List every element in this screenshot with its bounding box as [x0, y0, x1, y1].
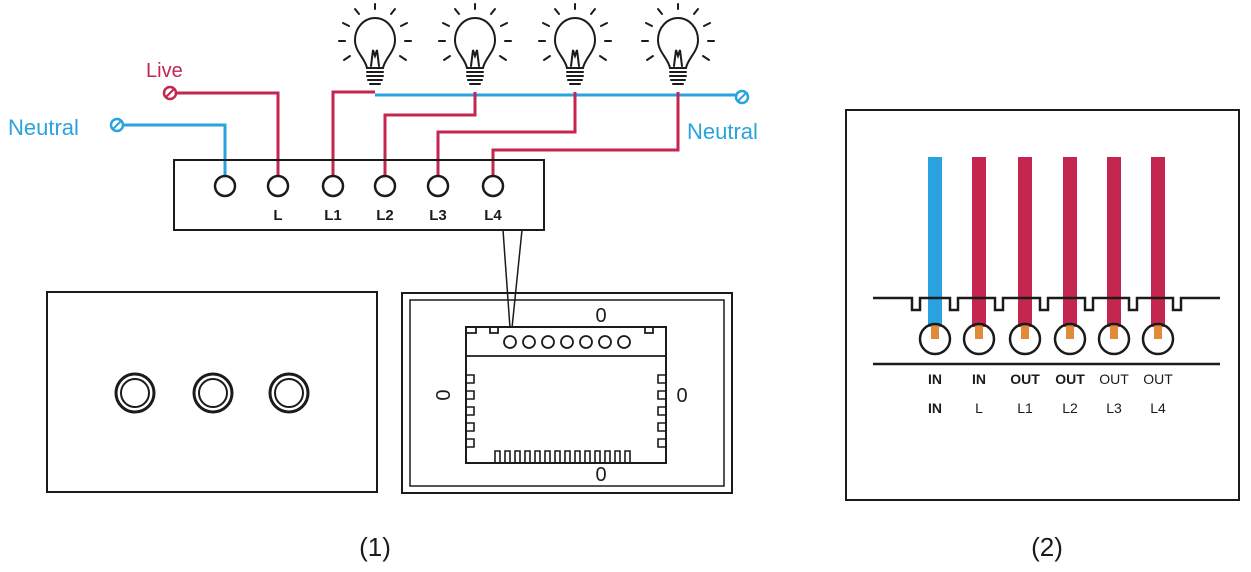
terminal-top-label: OUT	[1099, 371, 1129, 387]
module-fins	[466, 374, 666, 463]
figure-2-screw-hole	[1097, 322, 1131, 356]
terminal-screws	[213, 174, 505, 198]
wire-copper-tips	[931, 325, 1162, 339]
figure-2-terminal-block-top	[873, 296, 1220, 312]
terminal-label: L4	[484, 207, 502, 224]
terminal-bottom-label: L2	[1062, 400, 1078, 416]
wire-l2-out	[1063, 157, 1077, 327]
figure-2-screw-hole	[1053, 322, 1087, 356]
figure-2-labels-top: IN IN OUT OUT OUT OUT	[928, 371, 1173, 387]
light-bulb-icon	[338, 3, 412, 85]
light-bulb-icon	[438, 3, 512, 85]
callout-lines	[502, 229, 523, 329]
live-wires	[176, 90, 680, 177]
wire-l1-out	[1018, 157, 1032, 327]
back-plate-mark: 0	[433, 389, 455, 400]
terminal-label: L1	[324, 207, 342, 224]
terminal-screw	[266, 174, 290, 198]
neutral-right-terminal-slash	[737, 92, 747, 102]
neutral-left-terminal-icon	[109, 117, 125, 133]
neutral-right-label: Neutral	[687, 119, 758, 144]
live-terminal-slash	[165, 88, 175, 98]
terminal-screw	[481, 174, 505, 198]
neutral-left-terminal-slash	[112, 120, 122, 130]
terminal-top-label: IN	[972, 371, 986, 387]
wire-neutral-in	[928, 157, 942, 327]
terminal-screw	[321, 174, 345, 198]
figure-2-wires	[928, 157, 1165, 339]
back-plate-marks: 0 0 0 0	[433, 305, 688, 486]
terminal-top-label: OUT	[1143, 371, 1173, 387]
switch-back-plate: 0 0 0 0	[401, 292, 733, 494]
terminal-bottom-label: L3	[1106, 400, 1122, 416]
figure-2: IN IN OUT OUT OUT OUT IN L L1 L2 L3 L4 (…	[845, 109, 1240, 562]
neutral-left-label: Neutral	[8, 115, 79, 140]
neutral-right-terminal-icon	[734, 89, 750, 105]
figure-2-caption: (2)	[1031, 532, 1063, 562]
terminal-top-label: IN	[928, 371, 942, 387]
terminal-bottom-label: L	[975, 400, 983, 416]
terminal-bottom-label: L4	[1150, 400, 1166, 416]
terminal-screw	[213, 174, 237, 198]
neutral-wires	[122, 93, 736, 177]
figure-2-screw-hole	[918, 322, 952, 356]
wire-l4-out	[1151, 157, 1165, 327]
figure-2-screw-hole	[1141, 322, 1175, 356]
wire-live-in	[972, 157, 986, 327]
wire-l3-out	[1107, 157, 1121, 327]
switch-module	[465, 326, 667, 464]
live-terminal-icon	[162, 85, 178, 101]
switch-button	[114, 372, 156, 414]
terminal-bottom-label: L1	[1017, 400, 1033, 416]
terminal-label: L	[273, 207, 282, 224]
terminal-top-label: OUT	[1055, 371, 1085, 387]
switch-front-panel	[46, 291, 378, 493]
switch-buttons	[114, 372, 310, 414]
terminal-block	[173, 159, 545, 231]
terminal-bottom-label: IN	[928, 400, 942, 416]
figure-1: Live Neutral Neutral L L1 L2 L3 L4	[8, 3, 758, 562]
light-bulb-icon	[641, 3, 715, 85]
figure-2-screw-holes	[918, 322, 1175, 356]
back-plate-mark: 0	[595, 305, 606, 327]
terminal-labels: L L1 L2 L3 L4	[273, 207, 502, 224]
figure-2-frame	[845, 109, 1240, 501]
figure-2-screw-hole	[962, 322, 996, 356]
live-label: Live	[146, 60, 183, 82]
back-plate-mark: 0	[595, 464, 606, 486]
light-bulb-icon	[538, 3, 612, 85]
switch-button	[192, 372, 234, 414]
module-connector	[466, 327, 666, 357]
figure-2-labels-bottom: IN L L1 L2 L3 L4	[928, 400, 1166, 416]
terminal-label: L3	[429, 207, 447, 224]
terminal-screw	[426, 174, 450, 198]
switch-button	[268, 372, 310, 414]
figure-2-screw-hole	[1008, 322, 1042, 356]
terminal-label: L2	[376, 207, 394, 224]
back-plate-mark: 0	[676, 385, 687, 407]
figure-1-caption: (1)	[359, 532, 391, 562]
terminal-top-label: OUT	[1010, 371, 1040, 387]
terminal-screw	[373, 174, 397, 198]
